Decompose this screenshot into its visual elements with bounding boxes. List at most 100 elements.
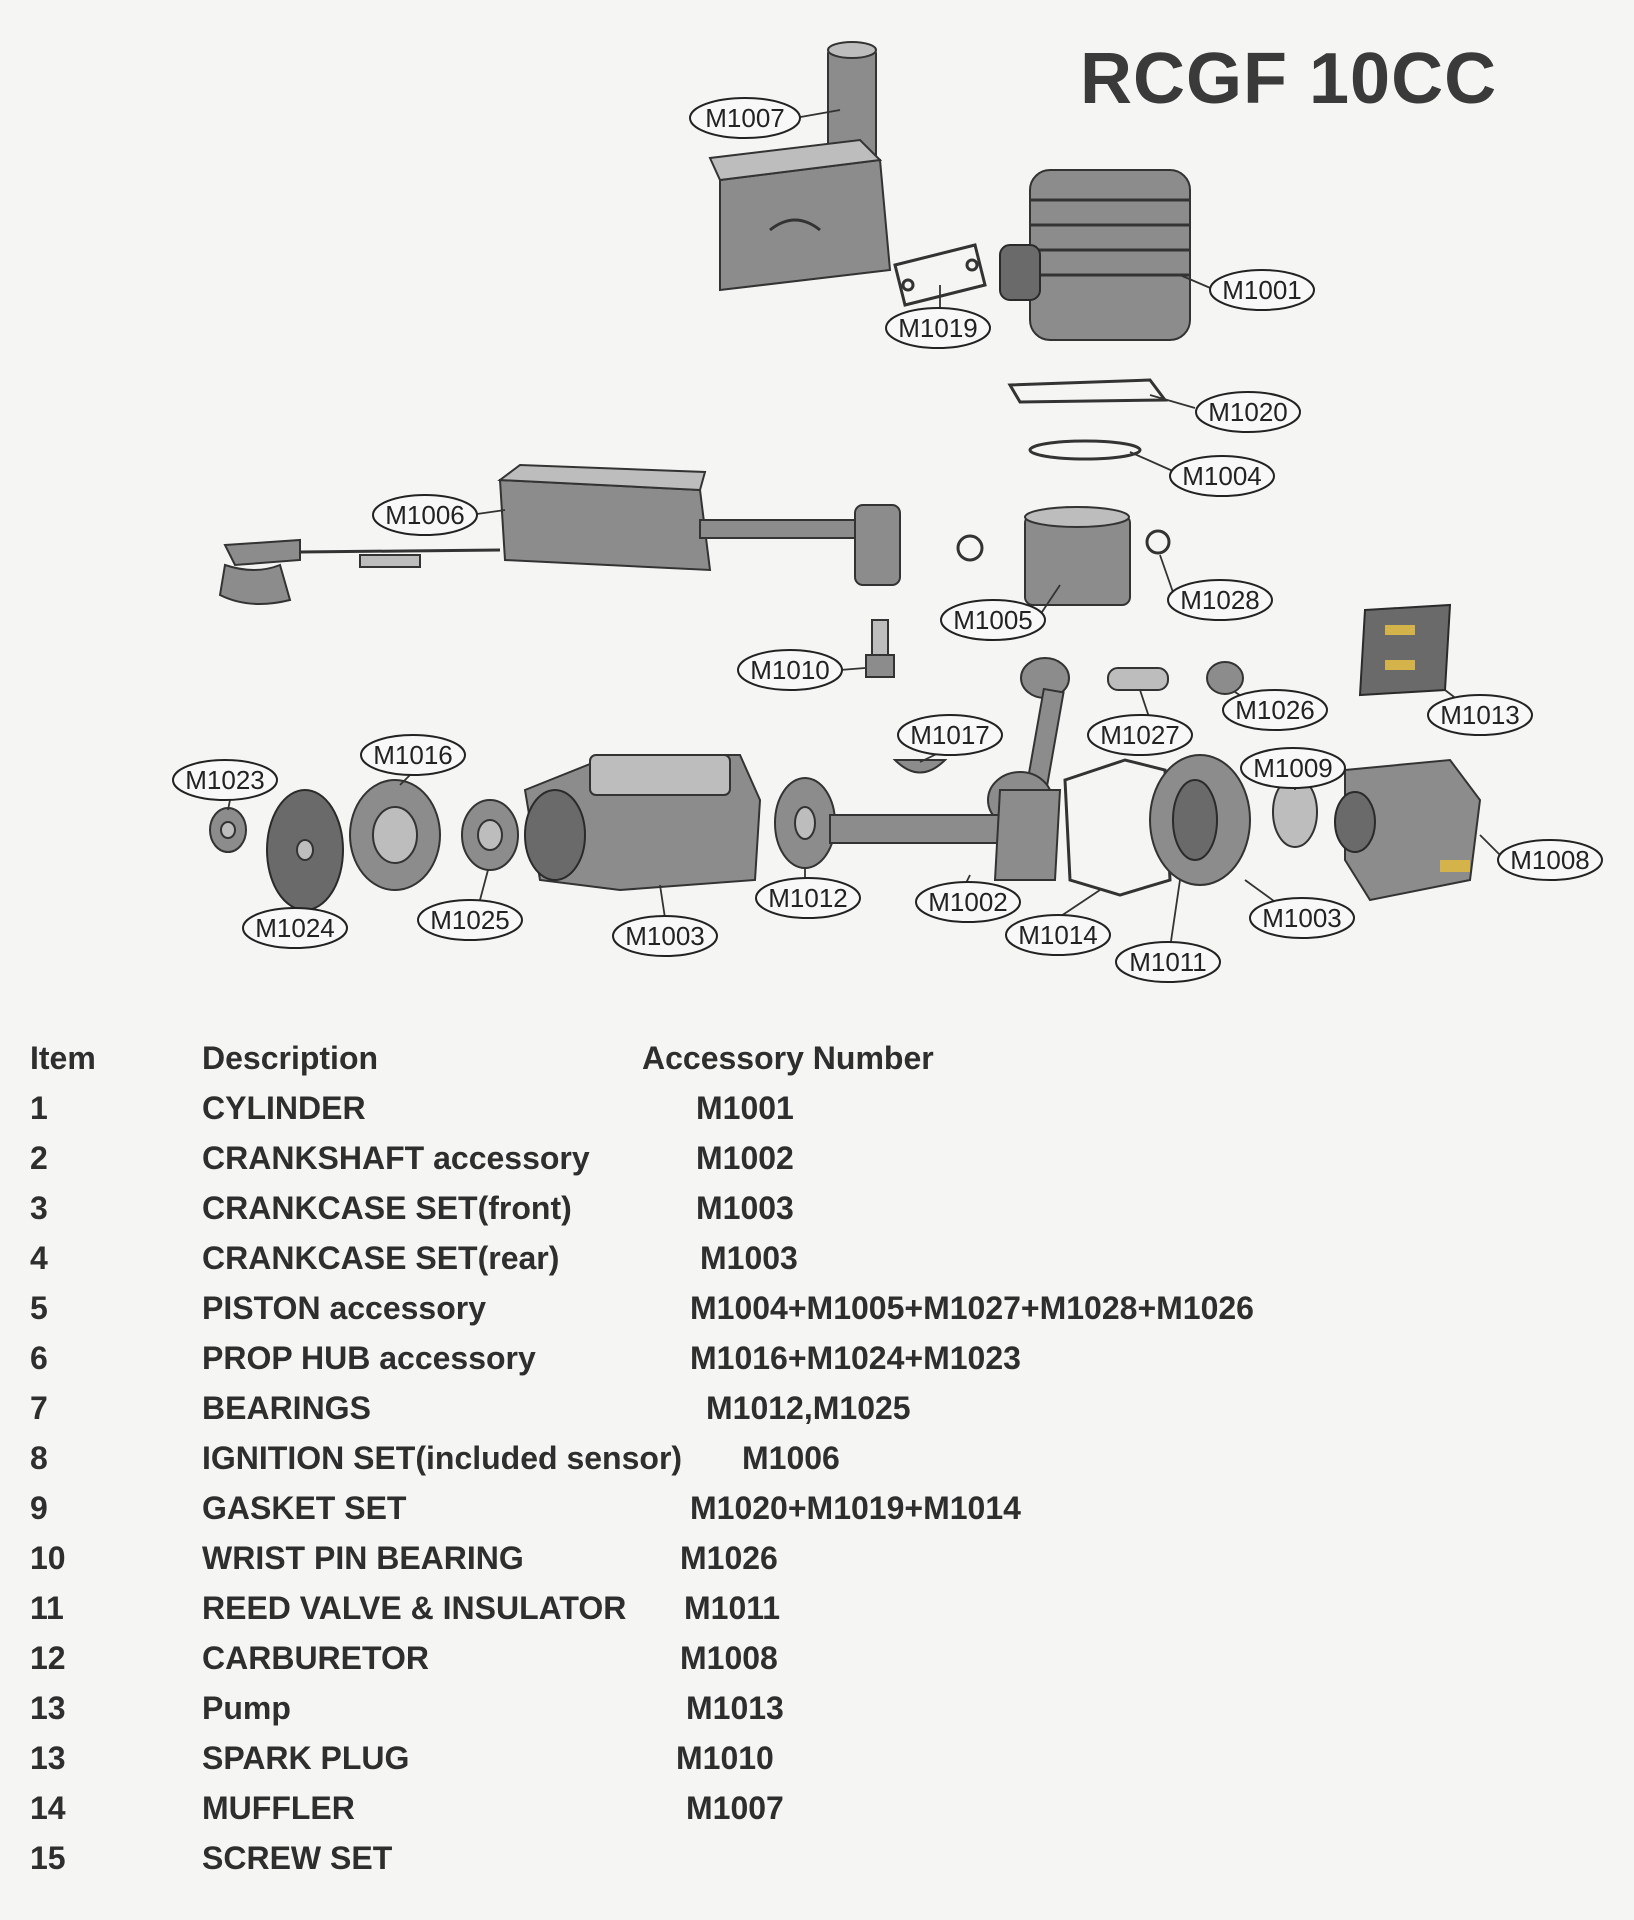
row-item: 4 xyxy=(30,1240,48,1276)
row-accessory: M1001 xyxy=(696,1090,794,1126)
row-accessory: M1010 xyxy=(676,1740,774,1776)
prop-hub-part xyxy=(349,779,441,891)
callout-m1020: M1020 xyxy=(1195,391,1301,433)
row-item: 5 xyxy=(30,1290,48,1326)
front-crankcase-part xyxy=(523,754,762,892)
ignition-module-part xyxy=(218,463,901,605)
callout-m1005: M1005 xyxy=(940,599,1046,641)
row-item: 6 xyxy=(30,1340,48,1376)
callout-m1013: M1013 xyxy=(1427,694,1533,736)
callout-label: M1009 xyxy=(1253,753,1333,783)
callout-label: M1005 xyxy=(953,605,1033,635)
callout-label: M1025 xyxy=(430,905,510,935)
row-accessory: M1004+M1005+M1027+M1028+M1026 xyxy=(690,1290,1254,1326)
row-description: CARBURETOR xyxy=(202,1640,429,1676)
row-description: IGNITION SET(included sensor) xyxy=(202,1440,683,1476)
muffler-part xyxy=(708,41,892,292)
callout-label: M1023 xyxy=(185,765,265,795)
callout-label: M1026 xyxy=(1235,695,1315,725)
callout-m1008: M1008 xyxy=(1497,839,1603,881)
callout-m1010: M1010 xyxy=(737,649,843,691)
row-accessory: M1008 xyxy=(680,1640,778,1676)
muffler-gasket-part xyxy=(893,243,987,307)
carburetor-part xyxy=(1334,758,1482,902)
callout-label: M1011 xyxy=(1129,947,1207,977)
callout-label: M1020 xyxy=(1208,397,1288,427)
row-accessory: M1003 xyxy=(696,1190,794,1226)
row-description: REED VALVE & INSULATOR xyxy=(202,1590,627,1626)
row-accessory: M1007 xyxy=(686,1790,784,1826)
row-item: 15 xyxy=(30,1840,66,1876)
callout-label: M1014 xyxy=(1018,920,1098,950)
callout-label: M1003 xyxy=(625,921,705,951)
callout-m1002: M1002 xyxy=(915,881,1021,923)
row-item: 9 xyxy=(30,1490,48,1526)
callout-label: M1028 xyxy=(1180,585,1260,615)
header-item: Item xyxy=(30,1040,96,1076)
row-accessory: M1002 xyxy=(696,1140,794,1176)
wrist-pin-part xyxy=(1107,667,1169,691)
cylinder-gasket-part xyxy=(1007,378,1168,404)
callout-m1025: M1025 xyxy=(417,899,523,941)
row-accessory: M1020+M1019+M1014 xyxy=(690,1490,1021,1526)
callout-m1023: M1023 xyxy=(172,759,278,801)
row-description: PISTON accessory xyxy=(202,1290,487,1326)
callout-m1006: M1006 xyxy=(372,494,478,536)
row-item: 12 xyxy=(30,1640,66,1676)
callout-label: M1008 xyxy=(1510,845,1590,875)
row-description: MUFFLER xyxy=(202,1790,355,1826)
callout-m1027: M1027 xyxy=(1087,714,1193,756)
callout-m1003-front: M1003 xyxy=(612,915,718,957)
wrist-pin-bearing-part xyxy=(1206,661,1244,695)
callout-m1011: M1011 xyxy=(1115,941,1221,983)
row-description: WRIST PIN BEARING xyxy=(202,1540,524,1576)
callout-m1003-rear: M1003 xyxy=(1249,897,1355,939)
callout-label: M1002 xyxy=(928,887,1008,917)
callout-label: M1013 xyxy=(1440,700,1520,730)
row-description: PROP HUB accessory xyxy=(202,1340,536,1376)
header-accessory-number: Accessory Number xyxy=(642,1040,934,1076)
row-item: 10 xyxy=(30,1540,66,1576)
row-item: 14 xyxy=(30,1790,66,1826)
cylinder-part xyxy=(999,169,1191,341)
callout-label: M1024 xyxy=(255,913,335,943)
row-description: CRANKSHAFT accessory xyxy=(202,1140,590,1176)
row-description: CRANKCASE SET(front) xyxy=(202,1190,572,1226)
row-description: BEARINGS xyxy=(202,1390,371,1426)
callout-label: M1001 xyxy=(1222,275,1302,305)
row-accessory: M1016+M1024+M1023 xyxy=(690,1340,1021,1376)
prop-nut-part xyxy=(209,807,247,853)
row-item: 13 xyxy=(30,1740,66,1776)
pump-part xyxy=(1358,603,1452,697)
row-description: Pump xyxy=(202,1690,291,1726)
rear-crankcase-part xyxy=(1149,754,1251,886)
callout-label: M1019 xyxy=(898,313,978,343)
row-description: CRANKCASE SET(rear) xyxy=(202,1240,560,1276)
row-accessory: M1012,M1025 xyxy=(706,1390,911,1426)
row-description: GASKET SET xyxy=(202,1490,407,1526)
callout-label: M1010 xyxy=(750,655,830,685)
callout-m1014: M1014 xyxy=(1005,914,1111,956)
callout-label: M1003 xyxy=(1262,903,1342,933)
row-item: 3 xyxy=(30,1190,48,1226)
callout-m1019: M1019 xyxy=(885,307,991,349)
crankcase-gasket-part xyxy=(1063,758,1172,897)
exploded-parts-diagram: M1007 M1001 M1019 M1020 M1004 M1006 M102… xyxy=(172,41,1603,983)
crankshaft-part xyxy=(774,777,1062,881)
prop-washer-part xyxy=(266,789,344,911)
row-accessory: M1003 xyxy=(700,1240,798,1276)
row-item: 11 xyxy=(30,1590,64,1626)
callout-label: M1006 xyxy=(385,500,465,530)
row-item: 1 xyxy=(30,1090,48,1126)
piston-part xyxy=(956,506,1171,606)
callout-m1026: M1026 xyxy=(1222,689,1328,731)
callout-m1028: M1028 xyxy=(1167,579,1273,621)
callout-m1017: M1017 xyxy=(897,714,1003,756)
row-description: SPARK PLUG xyxy=(202,1740,410,1776)
row-accessory: M1006 xyxy=(742,1440,840,1476)
callout-m1004: M1004 xyxy=(1169,455,1275,497)
callout-label: M1004 xyxy=(1182,461,1262,491)
callout-label: M1012 xyxy=(768,883,848,913)
callout-m1024: M1024 xyxy=(242,907,348,949)
row-accessory: M1011 xyxy=(684,1590,781,1626)
